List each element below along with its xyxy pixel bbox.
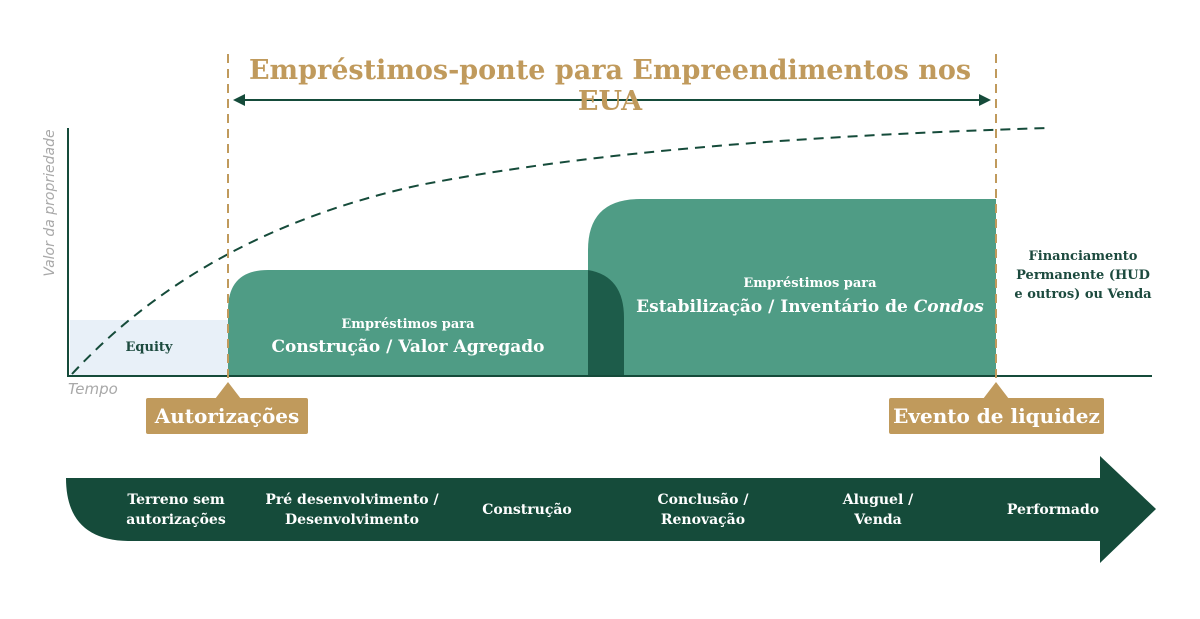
stage-performing: Performado <box>998 500 1108 520</box>
stage-raw-land-line1: Terreno sem <box>127 492 225 508</box>
stage-completion-line2: Renovação <box>660 512 746 528</box>
stage-construction: Construção <box>462 500 592 520</box>
stabilization-loan-line2-main: Estabilização / Inventário de <box>636 297 914 317</box>
stabilization-loan-label: Empréstimos para Estabilização / Inventá… <box>624 276 996 317</box>
stage-completion: Conclusão / Renovação <box>635 490 771 530</box>
y-axis-label: Valor da propriedade <box>42 129 58 277</box>
equity-label: Equity <box>125 340 173 355</box>
construction-loan-label: Empréstimos para Construção / Valor Agre… <box>228 317 588 357</box>
property-value-curve <box>71 127 1049 375</box>
stabilization-loan-line1: Empréstimos para <box>743 276 877 291</box>
construction-loan-line2: Construção / Valor Agregado <box>271 337 545 357</box>
construction-loan-block <box>228 270 588 376</box>
stage-rental-sale-line1: Aluguel / <box>842 492 914 508</box>
stage-predevelopment-line2: Desenvolvimento <box>285 512 419 528</box>
span-arrow-right-head <box>979 94 991 106</box>
diagram-title: Empréstimos-ponte para Empreendimentos n… <box>248 55 972 117</box>
timeline-arrow <box>66 456 1156 563</box>
authorizations-badge: Autorizações <box>146 398 308 434</box>
final-outcome-label: Financiamento Permanente (HUD e outros) … <box>1008 247 1158 304</box>
span-arrow-left-head <box>233 94 245 106</box>
stage-raw-land: Terreno sem autorizações <box>110 490 242 530</box>
liquidity-event-badge: Evento de liquidez <box>889 398 1104 434</box>
stage-predevelopment: Pré desenvolvimento / Desenvolvimento <box>250 490 454 530</box>
left-marker-pointer <box>215 382 241 399</box>
stage-raw-land-line2: autorizações <box>126 512 226 528</box>
x-axis-label: Tempo <box>68 380 118 398</box>
stage-predevelopment-line1: Pré desenvolvimento / <box>265 492 439 508</box>
stage-completion-line1: Conclusão / <box>657 492 749 508</box>
final-outcome-line2: Permanente (HUD <box>1016 268 1150 283</box>
stage-construction-line1: Construção <box>482 502 572 518</box>
final-outcome-line1: Financiamento <box>1028 249 1138 264</box>
stage-rental-sale: Aluguel / Venda <box>815 490 941 530</box>
right-marker-pointer <box>983 382 1009 399</box>
construction-loan-line1: Empréstimos para <box>341 317 475 332</box>
stage-rental-sale-line2: Venda <box>854 512 902 528</box>
stabilization-loan-block <box>588 199 996 376</box>
overlap-region <box>588 270 624 376</box>
stage-performing-line1: Performado <box>1006 502 1100 518</box>
stabilization-loan-line2: Estabilização / Inventário de Condos <box>624 297 996 317</box>
final-outcome-line3: e outros) ou Venda <box>1014 287 1152 302</box>
stabilization-loan-line2-italic: Condos <box>913 297 984 317</box>
